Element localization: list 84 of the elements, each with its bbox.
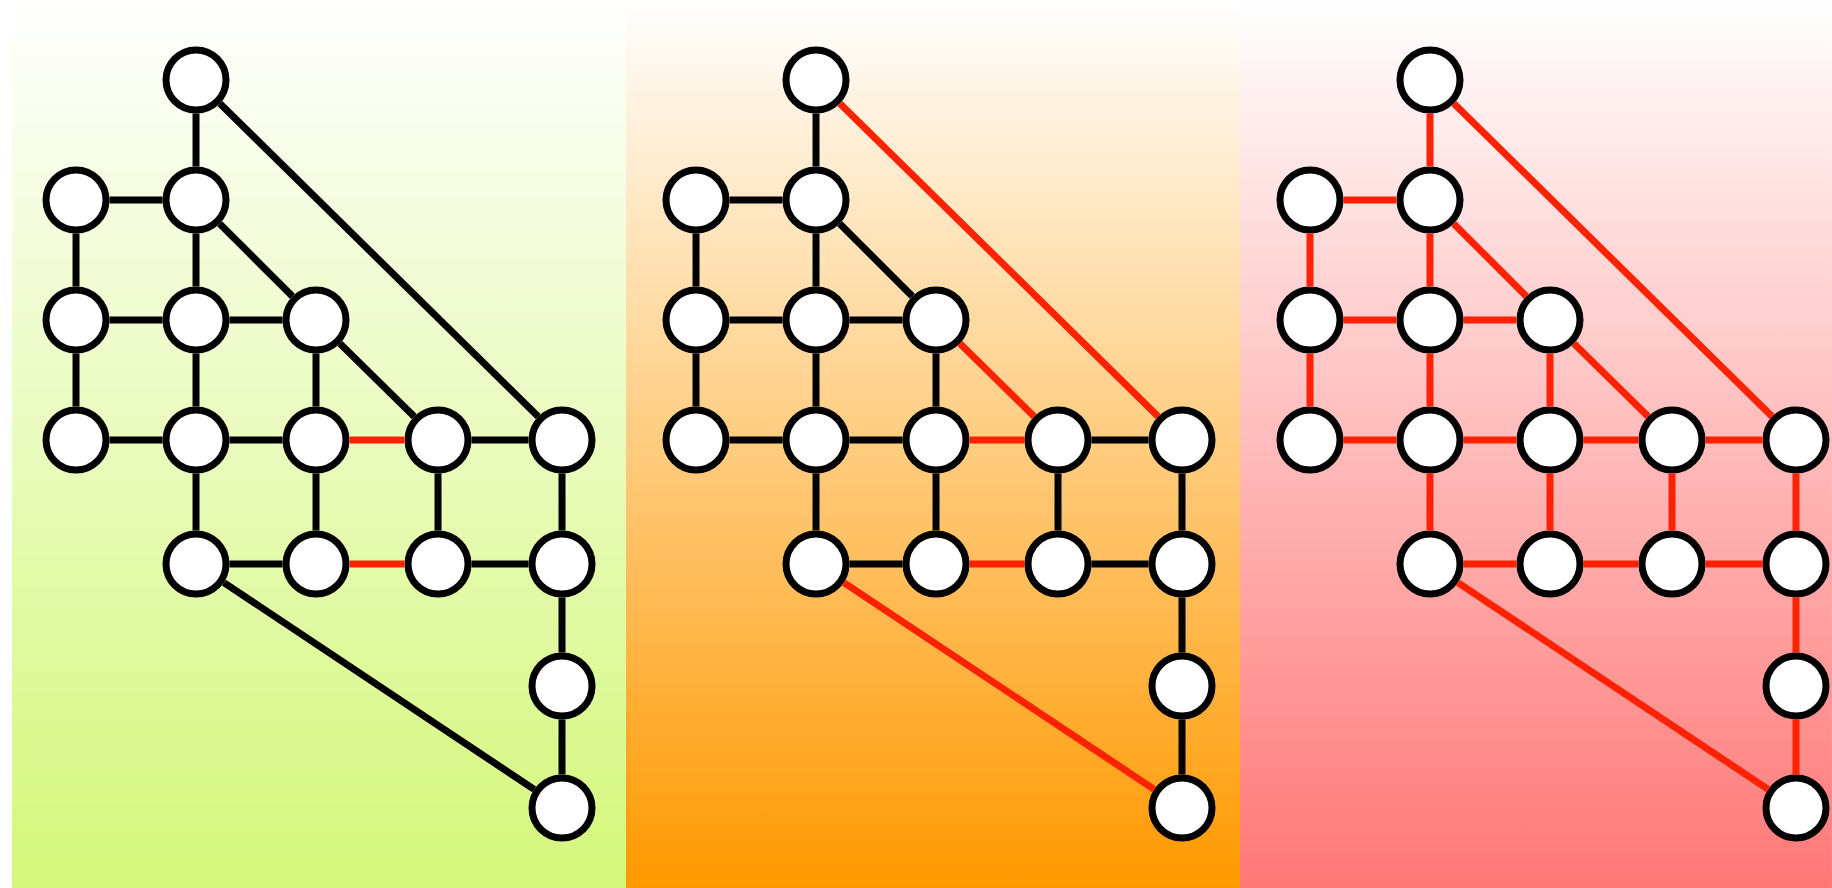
graph-edge bbox=[337, 340, 417, 419]
graph-edge bbox=[109, 316, 163, 324]
graph-node bbox=[528, 774, 596, 842]
graph-edge bbox=[349, 560, 405, 568]
graph-node bbox=[1762, 652, 1830, 720]
graph-edge bbox=[1343, 196, 1397, 204]
graph-edge bbox=[109, 436, 163, 444]
graph-edge bbox=[1546, 473, 1554, 531]
graph-edge bbox=[471, 560, 529, 568]
graph-edge bbox=[221, 579, 537, 793]
graph-edge bbox=[1792, 597, 1800, 653]
graph-edge bbox=[109, 196, 163, 204]
graph-edge bbox=[849, 560, 903, 568]
graph-edge bbox=[192, 353, 200, 407]
graph-edge bbox=[932, 353, 940, 407]
graph-edge bbox=[812, 353, 820, 407]
graph-edge bbox=[1463, 560, 1517, 568]
graph-node bbox=[1762, 774, 1830, 842]
graph-edge bbox=[837, 100, 1161, 419]
graph-edge bbox=[729, 196, 783, 204]
graph-node bbox=[1762, 406, 1830, 474]
graph-edge bbox=[957, 340, 1037, 419]
graph-edge bbox=[1583, 560, 1639, 568]
graph-edge bbox=[1463, 436, 1517, 444]
graph-edge bbox=[312, 353, 320, 407]
graph-edge bbox=[217, 100, 541, 419]
graph-edge bbox=[192, 233, 200, 287]
graph-edge bbox=[932, 473, 940, 531]
graph-edge bbox=[969, 436, 1025, 444]
graph-edge bbox=[1178, 719, 1186, 775]
graph-edge bbox=[558, 719, 566, 775]
graph-edge bbox=[1426, 353, 1434, 407]
graph-edge bbox=[312, 473, 320, 531]
graph-edge bbox=[471, 436, 529, 444]
graph-edge bbox=[434, 473, 442, 531]
graph-edge bbox=[72, 233, 80, 287]
graph-edge bbox=[558, 473, 566, 531]
graph-edge bbox=[1583, 436, 1639, 444]
graph-edge bbox=[229, 316, 283, 324]
graph-edge bbox=[837, 221, 915, 299]
graph-edge bbox=[812, 233, 820, 287]
graph-edge bbox=[1463, 316, 1517, 324]
graph-edge bbox=[1451, 221, 1529, 299]
graph-edge bbox=[1306, 353, 1314, 407]
graph-edge bbox=[1451, 100, 1775, 419]
graph-node bbox=[1148, 774, 1216, 842]
graph-edge bbox=[692, 233, 700, 287]
graph-edge bbox=[192, 473, 200, 531]
graph-edge bbox=[1178, 473, 1186, 531]
graph-edge bbox=[217, 221, 295, 299]
graph-node bbox=[1762, 530, 1830, 598]
graph-edge bbox=[1426, 473, 1434, 531]
graph-edge bbox=[229, 436, 283, 444]
graph-edge bbox=[812, 113, 820, 167]
graph-edge bbox=[1668, 473, 1676, 531]
graph-edge bbox=[729, 436, 783, 444]
graph-edge bbox=[1426, 113, 1434, 167]
graph-edge bbox=[1705, 560, 1763, 568]
graph-edge bbox=[72, 353, 80, 407]
graph-edge bbox=[841, 579, 1157, 793]
graph-edge bbox=[1571, 340, 1651, 419]
graph-edge bbox=[1343, 316, 1397, 324]
graph-edge bbox=[1705, 436, 1763, 444]
graph-edge bbox=[812, 473, 820, 531]
graph-edge bbox=[1426, 233, 1434, 287]
graph-edge bbox=[1546, 353, 1554, 407]
graph-edge bbox=[192, 113, 200, 167]
graph-edge bbox=[558, 597, 566, 653]
graph-edge bbox=[229, 560, 283, 568]
graph-edge bbox=[692, 353, 700, 407]
graph-edge bbox=[969, 560, 1025, 568]
graph-edge bbox=[1792, 473, 1800, 531]
graph-edge bbox=[849, 436, 903, 444]
graph-edge bbox=[849, 316, 903, 324]
graph-edge bbox=[1054, 473, 1062, 531]
graph-edge bbox=[729, 316, 783, 324]
graph-edge bbox=[349, 436, 405, 444]
graph-edge bbox=[1455, 579, 1771, 793]
graph-edge bbox=[1792, 719, 1800, 775]
graph-edge bbox=[1306, 233, 1314, 287]
graph-edge bbox=[1178, 597, 1186, 653]
graph-edge bbox=[1343, 436, 1397, 444]
graph-edge bbox=[1091, 436, 1149, 444]
graph-edge bbox=[1091, 560, 1149, 568]
